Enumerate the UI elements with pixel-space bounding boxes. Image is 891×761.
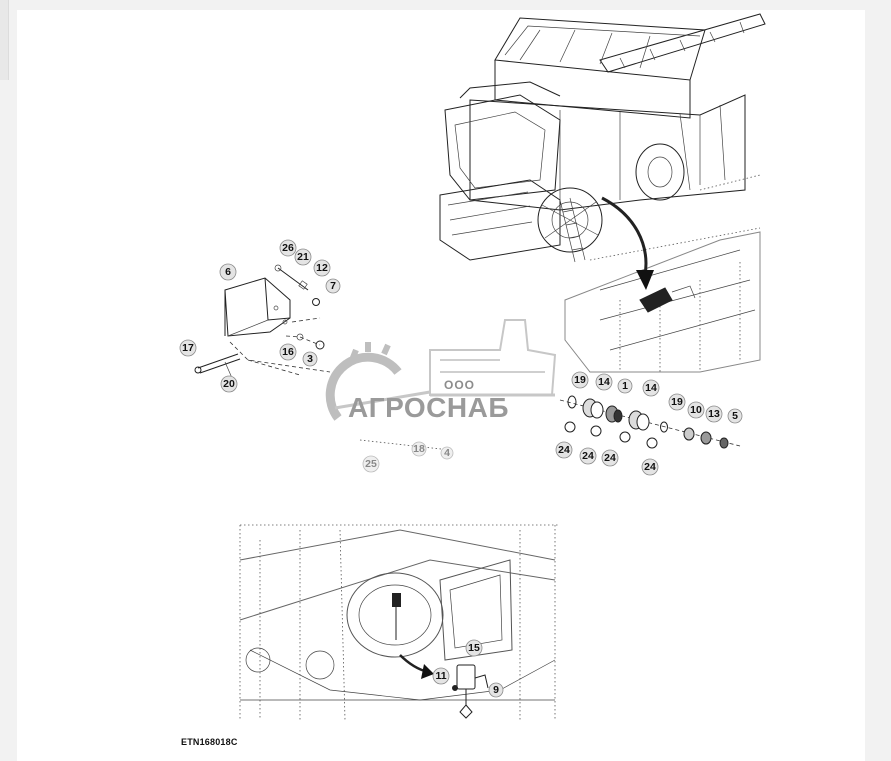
figure-id-label: ETN168018C bbox=[181, 737, 238, 747]
callout-3: 3 bbox=[302, 351, 318, 367]
watermark-logo bbox=[325, 319, 557, 421]
svg-text:24: 24 bbox=[558, 444, 570, 456]
sensor-installation-illustration bbox=[239, 524, 560, 721]
callout-24-b: 24 bbox=[579, 447, 597, 465]
faint-parts-illustration bbox=[359, 439, 451, 451]
svg-text:12: 12 bbox=[316, 262, 328, 274]
svg-text:19: 19 bbox=[671, 396, 683, 408]
svg-text:17: 17 bbox=[182, 342, 194, 354]
callout-15: 15 bbox=[465, 639, 483, 657]
svg-text:10: 10 bbox=[690, 404, 702, 416]
callout-18: 18 bbox=[411, 441, 427, 457]
callout-10: 10 bbox=[687, 401, 705, 419]
svg-text:26: 26 bbox=[282, 242, 294, 254]
callout-19-right: 19 bbox=[668, 393, 686, 411]
combine-harvester-illustration bbox=[439, 13, 766, 263]
svg-text:20: 20 bbox=[223, 378, 235, 390]
callout-24-c: 24 bbox=[601, 449, 619, 467]
watermark-company-text: ООО bbox=[444, 378, 476, 392]
svg-text:11: 11 bbox=[435, 670, 446, 682]
callout-14-right: 14 bbox=[642, 379, 660, 397]
svg-text:24: 24 bbox=[604, 452, 616, 464]
frame-detail-illustration bbox=[564, 231, 761, 373]
svg-text:18: 18 bbox=[413, 443, 425, 455]
svg-text:19: 19 bbox=[574, 374, 586, 386]
callout-25: 25 bbox=[362, 455, 380, 473]
callout-17: 17 bbox=[179, 339, 197, 357]
callout-24-d: 24 bbox=[641, 458, 659, 476]
svg-text:25: 25 bbox=[365, 458, 377, 470]
callout-19-left: 19 bbox=[571, 371, 589, 389]
callout-14-left: 14 bbox=[595, 373, 613, 391]
callout-6: 6 bbox=[219, 263, 237, 281]
svg-text:16: 16 bbox=[282, 346, 294, 358]
bracket-assembly-illustration bbox=[194, 264, 331, 379]
callout-20: 20 bbox=[220, 375, 238, 393]
svg-text:9: 9 bbox=[493, 684, 499, 696]
callout-16: 16 bbox=[279, 343, 297, 361]
diagram-sheet bbox=[17, 10, 865, 761]
svg-text:4: 4 bbox=[444, 447, 450, 459]
callout-7: 7 bbox=[325, 278, 341, 294]
svg-text:7: 7 bbox=[330, 280, 336, 292]
svg-text:24: 24 bbox=[582, 450, 594, 462]
callout-9: 9 bbox=[488, 682, 504, 698]
svg-text:15: 15 bbox=[468, 642, 480, 654]
callout-1: 1 bbox=[617, 378, 633, 394]
left-panel-edge bbox=[0, 0, 9, 80]
svg-text:5: 5 bbox=[732, 410, 738, 422]
callout-26: 26 bbox=[279, 239, 297, 257]
callout-24-a: 24 bbox=[555, 441, 573, 459]
watermark-brand-text: АГРОСНАБ bbox=[348, 392, 509, 423]
svg-text:6: 6 bbox=[225, 266, 231, 278]
location-arrow-icon bbox=[601, 196, 654, 290]
svg-text:24: 24 bbox=[644, 461, 656, 473]
callout-12: 12 bbox=[313, 259, 331, 277]
svg-text:21: 21 bbox=[297, 251, 309, 263]
svg-text:14: 14 bbox=[645, 382, 657, 394]
callout-21: 21 bbox=[294, 248, 312, 266]
svg-text:3: 3 bbox=[307, 353, 313, 365]
svg-text:13: 13 bbox=[708, 408, 720, 420]
bearing-stack-illustration bbox=[559, 395, 741, 449]
svg-text:14: 14 bbox=[598, 376, 610, 388]
svg-text:1: 1 bbox=[622, 380, 628, 392]
callout-13: 13 bbox=[705, 405, 723, 423]
callout-11: 11 bbox=[432, 667, 450, 685]
callout-4: 4 bbox=[440, 446, 454, 460]
callout-5: 5 bbox=[727, 408, 743, 424]
